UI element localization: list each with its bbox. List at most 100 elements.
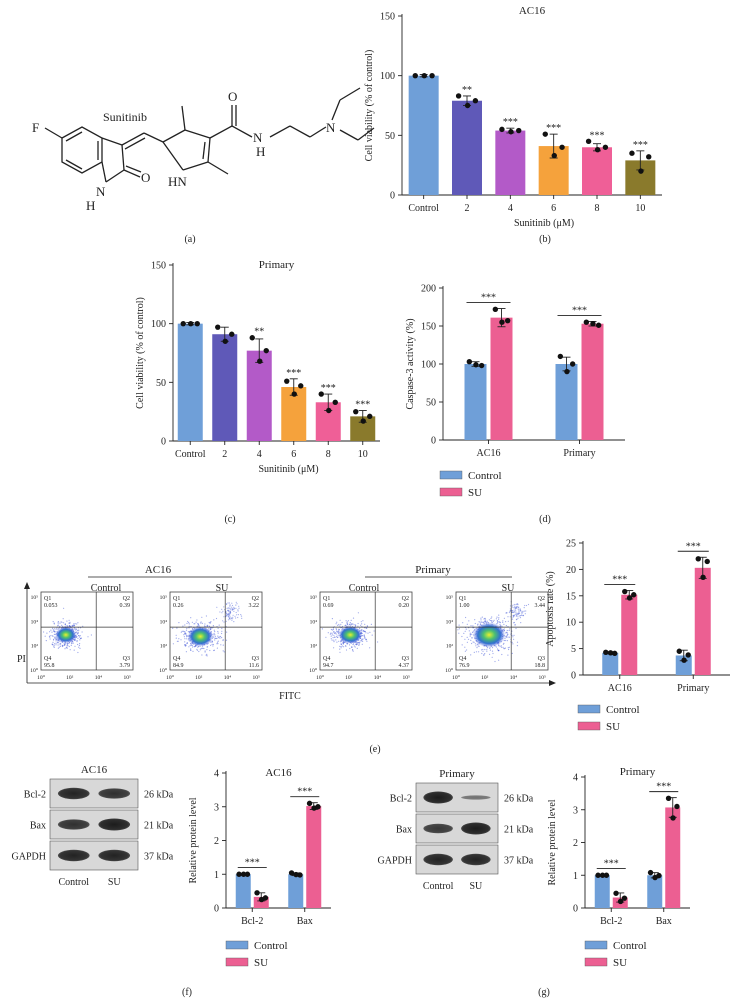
event-dot xyxy=(517,617,519,619)
event-dot xyxy=(340,646,342,648)
density-core xyxy=(55,626,77,644)
event-dot xyxy=(340,643,342,645)
event-dot xyxy=(49,631,51,633)
event-dot xyxy=(73,623,75,625)
blot-lane-label: Control xyxy=(58,877,89,888)
event-dot xyxy=(210,621,212,623)
event-dot xyxy=(217,630,219,633)
event-dot xyxy=(477,645,479,647)
event-dot xyxy=(351,646,353,648)
event-dot xyxy=(60,621,62,623)
x-tick-label: 10² xyxy=(345,675,353,681)
event-dot xyxy=(78,635,80,637)
event-dot xyxy=(513,615,515,618)
event-dot xyxy=(60,643,62,645)
event-dot xyxy=(506,633,509,635)
event-dot xyxy=(522,611,524,613)
event-dot xyxy=(463,632,465,635)
event-dot xyxy=(187,631,189,633)
q1-value: 1.00 xyxy=(459,603,470,609)
blot-row-label: Bax xyxy=(30,821,46,832)
band-GAPDH-Control xyxy=(423,853,453,866)
event-dot xyxy=(373,630,375,632)
event-dot xyxy=(54,636,56,638)
event-dot xyxy=(180,631,182,633)
event-dot xyxy=(335,629,338,631)
event-dot xyxy=(54,631,56,633)
event-dot xyxy=(465,628,467,630)
event-dot xyxy=(52,621,54,623)
event-dot xyxy=(476,647,478,649)
event-dot xyxy=(511,641,513,643)
blot-lane-label: SU xyxy=(108,877,122,888)
event-dot xyxy=(209,627,212,629)
event-dot xyxy=(333,631,335,633)
event-dot xyxy=(226,603,228,606)
event-dot xyxy=(200,648,202,650)
event-dot xyxy=(508,611,510,614)
event-dot xyxy=(498,618,500,620)
data-point xyxy=(613,890,619,896)
event-dot xyxy=(227,610,229,612)
bar-8 xyxy=(582,147,612,195)
event-dot xyxy=(345,645,347,647)
event-dot xyxy=(500,645,502,647)
event-dot xyxy=(342,642,345,644)
event-dot xyxy=(214,639,216,641)
significance-mark: *** xyxy=(297,787,312,798)
event-dot xyxy=(461,635,463,638)
event-dot xyxy=(360,624,362,626)
event-dot xyxy=(230,609,232,611)
y-tick-label: 10² xyxy=(31,644,39,650)
event-dot xyxy=(87,636,89,638)
event-dot xyxy=(338,623,340,626)
q4-value: 84.9 xyxy=(173,663,184,669)
event-dot xyxy=(464,630,466,632)
blot-kda-label: 21 kDa xyxy=(504,825,534,836)
event-dot xyxy=(513,638,515,640)
y-tick-label: 10⁵ xyxy=(446,595,454,601)
event-dot xyxy=(229,613,231,615)
blot-title: AC16 xyxy=(81,764,108,776)
data-point xyxy=(473,362,479,368)
bar-Control xyxy=(408,75,439,195)
event-dot xyxy=(69,649,71,651)
y-tick-label: 150 xyxy=(421,322,436,333)
data-point xyxy=(504,317,511,324)
data-point xyxy=(646,154,652,160)
event-dot xyxy=(325,636,327,638)
event-dot xyxy=(190,649,192,651)
event-dot xyxy=(365,632,367,634)
event-dot xyxy=(506,612,508,614)
event-dot xyxy=(214,634,216,636)
event-dot xyxy=(235,604,237,606)
band-Bax-SU xyxy=(98,818,131,831)
event-dot xyxy=(356,647,358,650)
y-tick-label: 0 xyxy=(214,904,219,915)
y-tick-label: 0 xyxy=(390,191,395,202)
event-dot xyxy=(62,645,64,647)
event-dot xyxy=(499,645,501,647)
data-point xyxy=(429,72,435,79)
event-dot xyxy=(62,625,64,628)
event-dot xyxy=(352,623,354,625)
event-dot xyxy=(333,634,335,636)
event-dot xyxy=(78,646,80,648)
event-dot xyxy=(489,653,491,656)
panel-label-g: (g) xyxy=(538,987,550,998)
event-dot xyxy=(184,624,186,626)
event-dot xyxy=(211,627,213,629)
significance-mark: *** xyxy=(612,575,627,586)
event-dot xyxy=(229,604,231,606)
event-dot xyxy=(220,644,222,646)
event-dot xyxy=(507,654,509,656)
x-tick-label: 10 xyxy=(358,449,368,460)
data-point xyxy=(595,872,601,878)
event-dot xyxy=(188,625,190,628)
event-dot xyxy=(513,607,515,609)
event-dot xyxy=(185,651,187,653)
event-dot xyxy=(493,619,495,621)
y-tick-label: 20 xyxy=(566,565,576,576)
y-tick-label: 5 xyxy=(571,644,576,655)
event-dot xyxy=(514,624,516,626)
